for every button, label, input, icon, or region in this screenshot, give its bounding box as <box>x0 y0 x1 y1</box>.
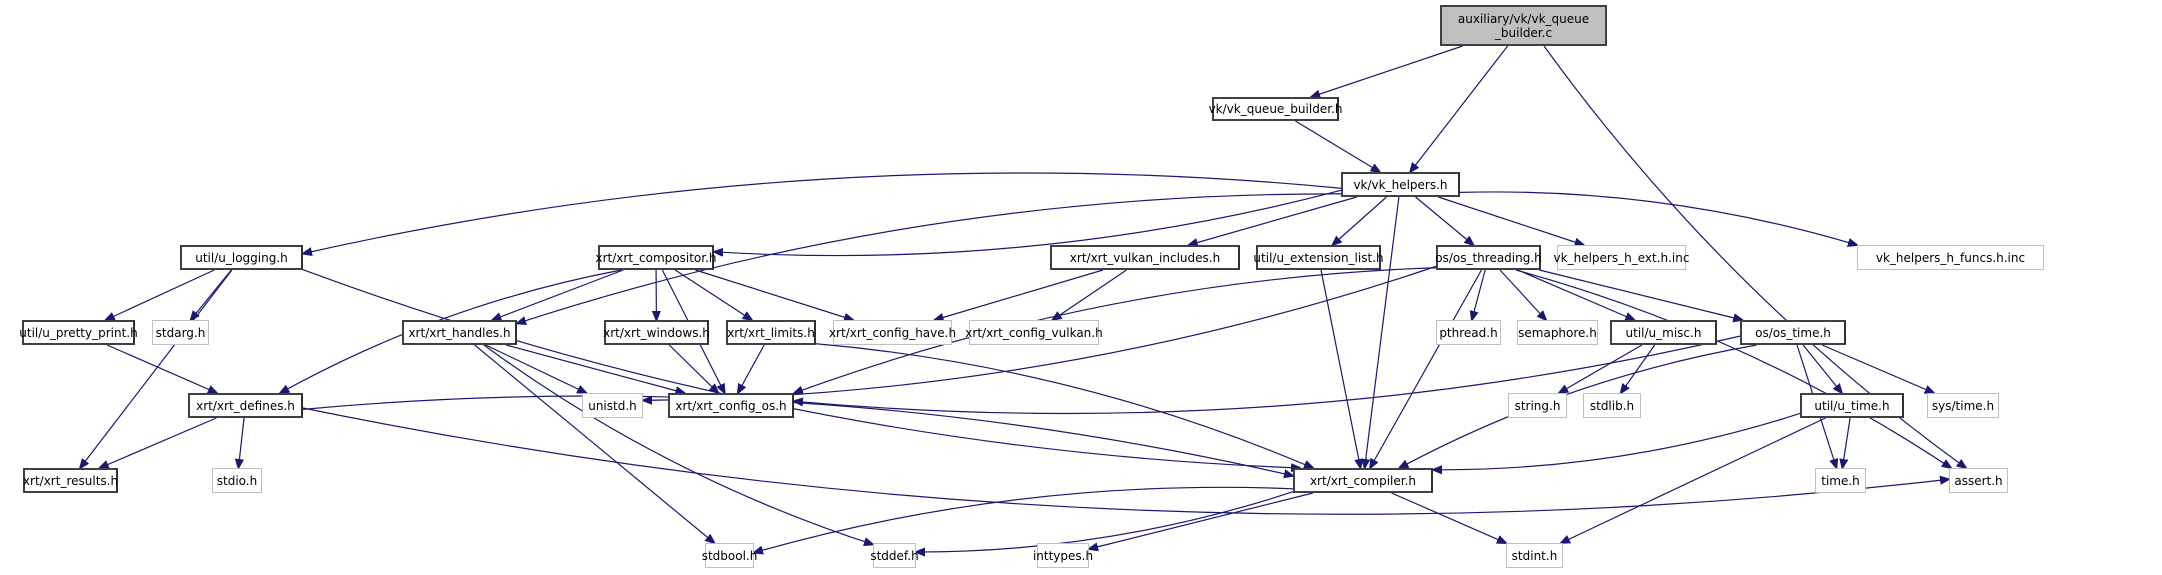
edge-vk-helpers-h-to-xrt-handles-h <box>517 193 1342 324</box>
edge-u-logging-h-to-u-pretty-print-h <box>106 269 215 320</box>
graph-node-xrt-limits-h[interactable]: xrt/xrt_limits.h <box>726 320 816 345</box>
edge-xrt-compositor-h-to-xrt-defines-h <box>280 269 622 393</box>
edge-u-pretty-print-h-to-xrt-defines-h <box>106 344 217 393</box>
edge-os-time-h-to-u-time-h <box>1802 344 1842 393</box>
edge-os-threading-h-to-xrt-config-os-h <box>794 267 1437 393</box>
edge-os-threading-h-to-u-misc-h <box>1517 269 1635 320</box>
graph-node-root[interactable]: auxiliary/vk/vk_queue _builder.c <box>1440 5 1607 46</box>
graph-node-semaphore-h: semaphore.h <box>1517 320 1598 345</box>
edge-os-threading-h-to-pthread-h <box>1472 269 1486 320</box>
edge-u-time-h-to-time-h <box>1842 417 1851 468</box>
edge-u-logging-h-to-xrt-compiler-h <box>302 269 1300 468</box>
graph-node-pthread-h: pthread.h <box>1436 320 1501 345</box>
edge-xrt-windows-h-to-xrt-config-os-h <box>668 344 718 393</box>
edge-vk-helpers-h-to-u-extension-list-h <box>1333 196 1387 245</box>
edge-xrt-vulkan-includes-h-to-xrt-config-have-h <box>935 269 1104 320</box>
edge-vk-queue-builder-h-to-vk-helpers-h <box>1295 120 1379 172</box>
graph-node-stdint-h: stdint.h <box>1506 543 1563 568</box>
graph-node-xrt-handles-h[interactable]: xrt/xrt_handles.h <box>402 320 517 345</box>
edge-xrt-defines-h-to-assert-h <box>302 407 1949 515</box>
graph-node-stdbool-h: stdbool.h <box>702 543 757 568</box>
graph-node-string-h: string.h <box>1508 393 1567 418</box>
graph-node-u-pretty-print-h[interactable]: util/u_pretty_print.h <box>19 320 138 345</box>
edge-u-time-h-to-stdint-h <box>1561 417 1826 543</box>
edge-u-misc-h-to-stdlib-h <box>1621 344 1656 393</box>
edge-xrt-compositor-h-to-xrt-limits-h <box>674 269 752 320</box>
graph-node-xrt-compiler-h[interactable]: xrt/xrt_compiler.h <box>1293 468 1433 493</box>
graph-node-vk-helpers-h-ext-h-inc: vk_helpers_h_ext.h.inc <box>1554 245 1689 270</box>
graph-node-stdarg-h: stdarg.h <box>152 320 209 345</box>
edge-xrt-handles-h-to-stdbool-h <box>474 344 715 543</box>
edge-os-time-h-to-xrt-config-os-h <box>794 335 1741 415</box>
edge-os-threading-h-to-xrt-compiler-h <box>1370 269 1482 468</box>
edge-xrt-handles-h-to-unistd-h <box>485 344 587 393</box>
edge-xrt-limits-h-to-xrt-compiler-h <box>815 343 1313 468</box>
edge-xrt-limits-h-to-xrt-config-os-h <box>738 344 765 393</box>
edge-vk-helpers-h-to-xrt-compiler-h <box>1365 196 1400 468</box>
edge-root-to-vk-queue-builder-h <box>1311 45 1463 97</box>
edge-os-time-h-to-sys-time-h <box>1821 344 1934 393</box>
edge-xrt-defines-h-to-xrt-results-h <box>100 417 217 468</box>
edge-xrt-compiler-h-to-stdbool-h <box>754 486 1294 552</box>
graph-node-assert-h: assert.h <box>1949 468 2008 493</box>
edge-xrt-defines-h-to-stdio-h <box>238 417 245 468</box>
graph-node-xrt-vulkan-includes-h[interactable]: xrt/xrt_vulkan_includes.h <box>1050 245 1240 270</box>
graph-node-u-misc-h[interactable]: util/u_misc.h <box>1610 320 1717 345</box>
graph-node-u-extension-list-h[interactable]: util/u_extension_list.h <box>1253 245 1384 270</box>
edge-vk-helpers-h-to-u-logging-h <box>303 172 1342 254</box>
edge-xrt-compiler-h-to-inttypes-h <box>1089 492 1314 549</box>
edge-xrt-defines-h-to-xrt-compiler-h <box>302 395 1293 476</box>
graph-node-stdlib-h: stdlib.h <box>1583 393 1641 418</box>
graph-node-u-time-h[interactable]: util/u_time.h <box>1800 393 1904 418</box>
graph-node-xrt-config-vulkan-h: xrt/xrt_config_vulkan.h <box>965 320 1103 345</box>
graph-node-vk-queue-builder-h[interactable]: vk/vk_queue_builder.h <box>1209 97 1342 121</box>
edge-xrt-vulkan-includes-h-to-xrt-config-vulkan-h <box>1053 269 1127 320</box>
edge-os-threading-h-to-os-time-h <box>1539 269 1742 320</box>
edge-xrt-compositor-h-to-xrt-handles-h <box>492 269 624 320</box>
edge-xrt-handles-h-to-xrt-config-os-h <box>505 344 685 393</box>
graph-node-sys-time-h: sys/time.h <box>1927 393 1999 418</box>
edge-u-logging-h-to-stdarg-h <box>191 269 232 320</box>
edge-vk-helpers-h-to-xrt-vulkan-includes-h <box>1189 196 1357 245</box>
edge-xrt-compiler-h-to-stdint-h <box>1391 492 1506 543</box>
edge-xrt-handles-h-to-stddef-h <box>483 344 873 544</box>
graph-node-os-time-h[interactable]: os/os_time.h <box>1740 320 1846 345</box>
edge-vk-helpers-h-to-xrt-compositor-h <box>714 189 1342 255</box>
graph-node-time-h: time.h <box>1815 468 1866 493</box>
edge-xrt-compositor-h-to-xrt-config-have-h <box>695 269 853 320</box>
edge-root-to-vk-helpers-h <box>1410 45 1509 172</box>
graph-node-xrt-defines-h[interactable]: xrt/xrt_defines.h <box>188 393 303 418</box>
edge-u-misc-h-to-string-h <box>1559 344 1643 393</box>
edge-os-threading-h-to-semaphore-h <box>1499 269 1546 320</box>
graph-node-vk-helpers-h-funcs-h-inc: vk_helpers_h_funcs.h.inc <box>1857 245 2044 270</box>
edge-u-logging-h-to-xrt-results-h <box>80 269 233 468</box>
graph-node-os-threading-h[interactable]: os/os_threading.h <box>1435 245 1542 270</box>
graph-node-u-logging-h[interactable]: util/u_logging.h <box>180 245 303 270</box>
graph-node-unistd-h: unistd.h <box>582 393 643 418</box>
graph-node-inttypes-h: inttypes.h <box>1033 543 1093 568</box>
edge-u-time-h-to-xrt-compiler-h <box>1433 412 1801 469</box>
edge-u-extension-list-h-to-xrt-compiler-h <box>1320 269 1361 468</box>
graph-node-xrt-config-have-h: xrt/xrt_config_have.h <box>829 320 956 345</box>
graph-node-xrt-windows-h[interactable]: xrt/xrt_windows.h <box>603 320 710 345</box>
edge-vk-helpers-h-to-vk-helpers-h-ext-h-inc <box>1438 196 1583 245</box>
graph-node-xrt-compositor-h[interactable]: xrt/xrt_compositor.h <box>596 245 717 270</box>
edge-os-threading-h-to-assert-h <box>1515 269 1951 468</box>
graph-node-stdio-h: stdio.h <box>212 468 262 493</box>
edge-vk-helpers-h-to-os-threading-h <box>1415 196 1474 245</box>
graph-node-vk-helpers-h[interactable]: vk/vk_helpers.h <box>1341 172 1460 197</box>
graph-node-xrt-results-h[interactable]: xrt/xrt_results.h <box>23 468 118 493</box>
edge-xrt-compiler-h-to-stddef-h <box>916 491 1294 552</box>
edge-os-time-h-to-xrt-compiler-h <box>1399 344 1757 468</box>
edge-layer <box>80 45 1966 553</box>
graph-node-stddef-h: stddef.h <box>870 543 919 568</box>
edge-vk-helpers-h-to-vk-helpers-h-funcs-h-inc <box>1459 191 1857 245</box>
graph-node-xrt-config-os-h[interactable]: xrt/xrt_config_os.h <box>668 393 794 418</box>
